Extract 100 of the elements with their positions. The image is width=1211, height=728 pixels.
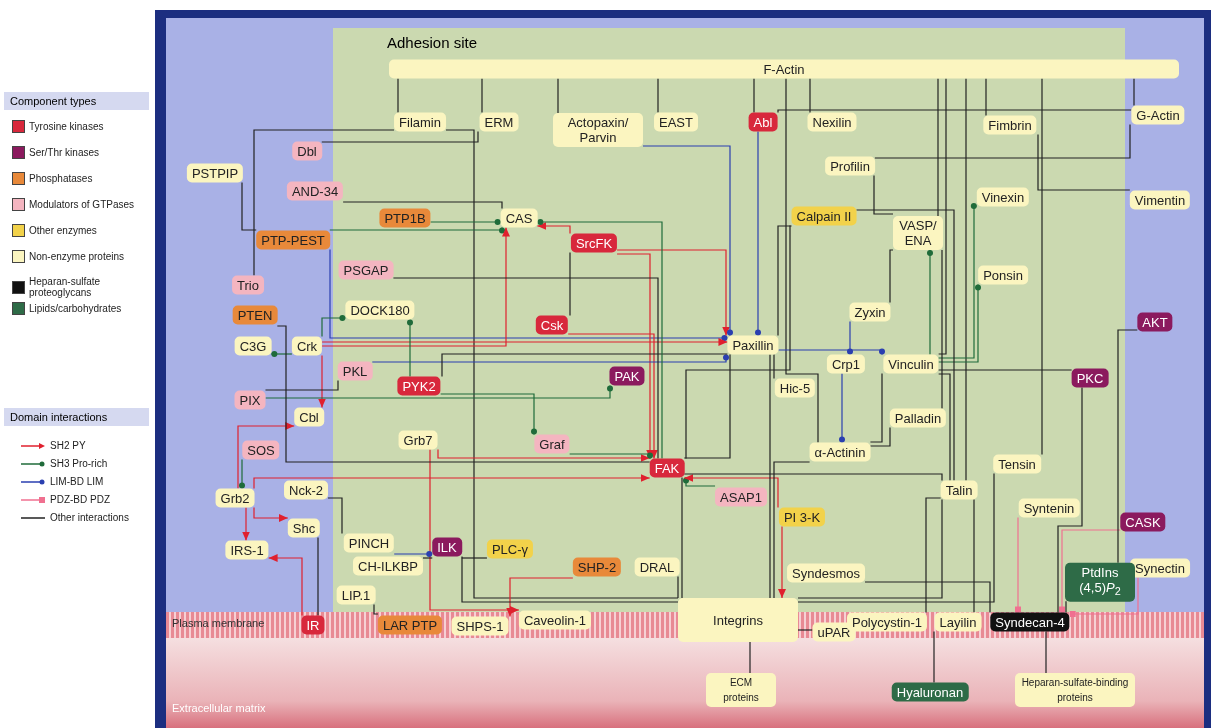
- protein-box: PINCH: [343, 533, 395, 553]
- protein-box: Layilin: [934, 612, 982, 632]
- protein-box: Paxillin: [727, 335, 779, 355]
- protein-box: Crk: [291, 336, 323, 356]
- protein-box: PTEN: [232, 305, 278, 325]
- interaction-line: [869, 426, 891, 447]
- protein-box: Hic-5: [774, 378, 816, 398]
- arrow: [321, 226, 510, 347]
- protein-box: Shc: [287, 518, 321, 538]
- legend-text: Other enzymes: [29, 225, 97, 236]
- protein-box: PTP1B: [379, 208, 431, 228]
- legend-text: PDZ-BD PDZ: [50, 494, 110, 505]
- legend-text: Modulators of GTPases: [29, 199, 135, 210]
- interaction-line: [239, 458, 245, 490]
- protein-box: Tensin: [993, 454, 1041, 474]
- interaction-line: [445, 129, 679, 599]
- arrow: [321, 338, 728, 346]
- arrow: [778, 525, 786, 599]
- interaction-line: [797, 629, 814, 631]
- protein-box: Dbl: [292, 141, 322, 161]
- protein-box: C3G: [234, 336, 272, 356]
- interaction-line: [317, 536, 319, 617]
- interaction-line: [683, 353, 731, 459]
- arrow: [683, 474, 779, 509]
- protein-box: Csk: [535, 315, 569, 335]
- protein-box: CH-ILKBP: [353, 556, 423, 576]
- interaction-line: [769, 353, 771, 599]
- protein-box: Syndesmos: [787, 563, 865, 583]
- interaction-line: [392, 277, 659, 460]
- legend-text: Ser/Thr kinases: [29, 147, 100, 158]
- protein-box: PtdIns (4,5)P$_{2}$: [1065, 562, 1135, 602]
- interaction-line: [937, 77, 939, 217]
- protein-box: LAR PTP: [377, 615, 443, 635]
- legend-text: Lipids/carbohydrates: [29, 303, 122, 314]
- protein-box: DOCK180: [345, 300, 415, 320]
- interaction-line: [253, 129, 395, 277]
- protein-box: Grb7: [398, 430, 438, 450]
- arrow: [536, 222, 571, 235]
- protein-box: VASP/ ENA: [893, 216, 943, 250]
- interaction-line: [557, 77, 559, 114]
- protein-box: Grb2: [215, 488, 255, 508]
- interaction-line: [1059, 529, 1121, 614]
- protein-box: Caveolin-1: [518, 610, 592, 630]
- region-label: Plasma membrane: [172, 617, 265, 629]
- region-label: Extracellular matrix: [172, 702, 266, 714]
- interaction-line: [753, 77, 755, 114]
- protein-box: Vimentin: [1129, 190, 1191, 210]
- interaction-line: [329, 226, 505, 234]
- interaction-line: [839, 372, 845, 444]
- protein-box: PSTPIP: [186, 163, 244, 183]
- legend-text: Heparan-sulfate proteoglycans: [29, 276, 102, 298]
- interaction-line: [938, 369, 1073, 371]
- interaction-line: [938, 77, 947, 355]
- arrow: [567, 333, 658, 460]
- protein-box: AKT: [1137, 312, 1173, 332]
- protein-box: ASAP1: [715, 487, 767, 507]
- protein-box: PKC: [1071, 368, 1109, 388]
- arrow: [242, 506, 250, 542]
- interaction-line: [373, 603, 379, 615]
- interaction-line: [264, 384, 613, 399]
- protein-box: IR: [301, 615, 325, 635]
- interaction-line: [536, 219, 663, 460]
- interaction-line: [569, 452, 653, 460]
- protein-box: Vinculin: [883, 354, 939, 374]
- interaction-line: [270, 351, 293, 357]
- interaction-line: [371, 353, 729, 363]
- interaction-line: [677, 575, 679, 599]
- interaction-line: [973, 498, 975, 614]
- protein-box: IRS-1: [225, 540, 269, 560]
- arrow: [437, 448, 651, 462]
- protein-box: Cbl: [294, 407, 324, 427]
- interaction-line: [797, 498, 943, 599]
- interaction-line: [569, 251, 571, 317]
- interaction-line: [847, 320, 853, 356]
- interaction-line: [941, 249, 943, 410]
- arrow: [253, 506, 289, 522]
- protein-box: PYK2: [397, 376, 441, 396]
- interaction-line: [1045, 630, 1047, 674]
- interaction-line: [430, 219, 502, 225]
- protein-box: Fimbrin: [983, 115, 1037, 135]
- legend-text: Non-enzyme proteins: [29, 251, 125, 262]
- interaction-line: [773, 461, 811, 599]
- interaction-line: [1041, 77, 1043, 456]
- interaction-line: [440, 393, 537, 436]
- protein-box: PIX: [234, 390, 266, 410]
- interaction-line: [407, 318, 413, 378]
- interaction-line: [264, 379, 339, 391]
- protein-box: SrcFK: [570, 233, 618, 253]
- interaction-line: [773, 353, 775, 380]
- interaction-line: [965, 77, 967, 482]
- interaction-line: [1065, 600, 1067, 614]
- interaction-line: [1069, 576, 1139, 617]
- protein-box: PLC-γ: [486, 539, 534, 559]
- interaction-line: [925, 497, 942, 614]
- protein-box: SOS: [242, 440, 280, 460]
- legend-heading: Component types: [4, 92, 149, 110]
- interaction-line: [933, 630, 935, 684]
- interaction-line: [461, 557, 488, 559]
- arrow: [616, 249, 730, 337]
- protein-box: Filamin: [394, 112, 446, 132]
